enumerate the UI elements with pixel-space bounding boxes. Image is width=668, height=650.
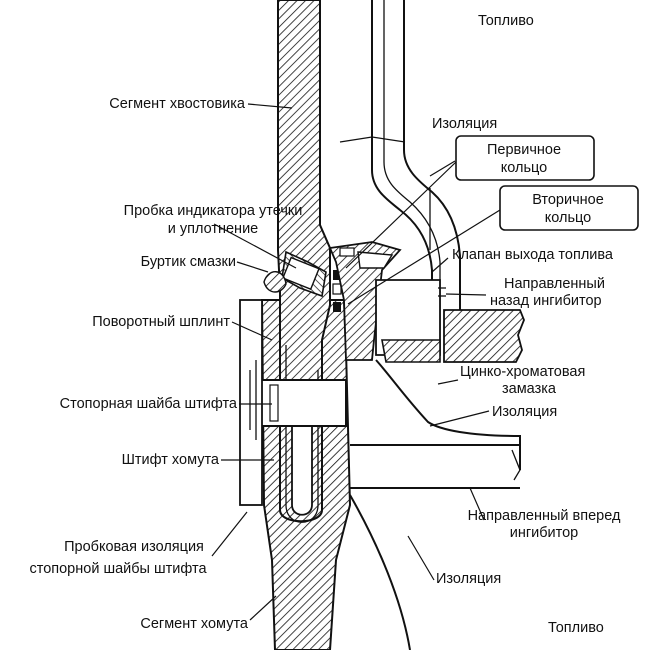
label-secondary-ring-2: кольцо bbox=[545, 210, 591, 226]
label-cork-insulation-2: стопорной шайбы штифта bbox=[29, 561, 207, 577]
secondary-o-ring bbox=[333, 302, 341, 312]
secondary-ring-box bbox=[499, 185, 639, 231]
label-fuel-bottom: Топливо bbox=[548, 620, 604, 636]
pin-retainer-washer bbox=[239, 299, 263, 506]
label-clevis-pin-retainer: Поворотный шплинт bbox=[92, 314, 230, 330]
label-tang-segment: Сегмент хвостовика bbox=[109, 96, 246, 112]
diagram-drawing bbox=[239, 0, 525, 650]
joint-insulation-wedge bbox=[328, 241, 402, 361]
label-zinc-putty-2: замазка bbox=[502, 381, 557, 397]
label-leak-plug-2: и уплотнение bbox=[168, 221, 258, 237]
label-cork-insulation-1: Пробковая изоляция bbox=[64, 539, 204, 555]
label-aft-inhibitor-1: Направленный bbox=[504, 276, 605, 292]
primary-o-ring bbox=[333, 270, 341, 280]
label-clevis-segment: Сегмент хомута bbox=[140, 616, 249, 632]
primary-ring-box bbox=[455, 135, 595, 181]
label-zinc-putty-1: Цинко-хроматовая bbox=[460, 364, 585, 380]
label-fwd-inhibitor-2: ингибитор bbox=[510, 525, 579, 541]
label-grease-bead: Буртик смазки bbox=[141, 254, 236, 270]
clevis-slot bbox=[291, 419, 313, 516]
label-secondary-ring-1: Вторичное bbox=[532, 192, 604, 208]
label-insulation-top: Изоляция bbox=[432, 116, 497, 132]
label-primary-ring-1: Первичное bbox=[487, 142, 561, 158]
labels: Топливо Изоляция Первичное кольцо Вторич… bbox=[29, 13, 620, 636]
label-fwd-inhibitor-1: Направленный вперед bbox=[468, 508, 621, 524]
label-fuel-valve: Клапан выхода топлива bbox=[452, 247, 614, 263]
label-insulation-mid: Изоляция bbox=[492, 404, 557, 420]
label-clevis-pin: Штифт хомута bbox=[122, 452, 220, 468]
grease-bead bbox=[263, 271, 287, 293]
label-pin-retainer-washer: Стопорная шайба штифта bbox=[60, 396, 238, 412]
label-primary-ring-2: кольцо bbox=[501, 160, 547, 176]
label-leak-plug-1: Пробка индикатора утечки bbox=[124, 203, 303, 219]
leader-lines bbox=[211, 103, 501, 621]
label-aft-inhibitor-2: назад ингибитор bbox=[490, 293, 602, 309]
label-fuel-top: Топливо bbox=[478, 13, 534, 29]
label-insulation-low: Изоляция bbox=[436, 571, 501, 587]
aft-inhibitor-plate bbox=[443, 309, 525, 363]
